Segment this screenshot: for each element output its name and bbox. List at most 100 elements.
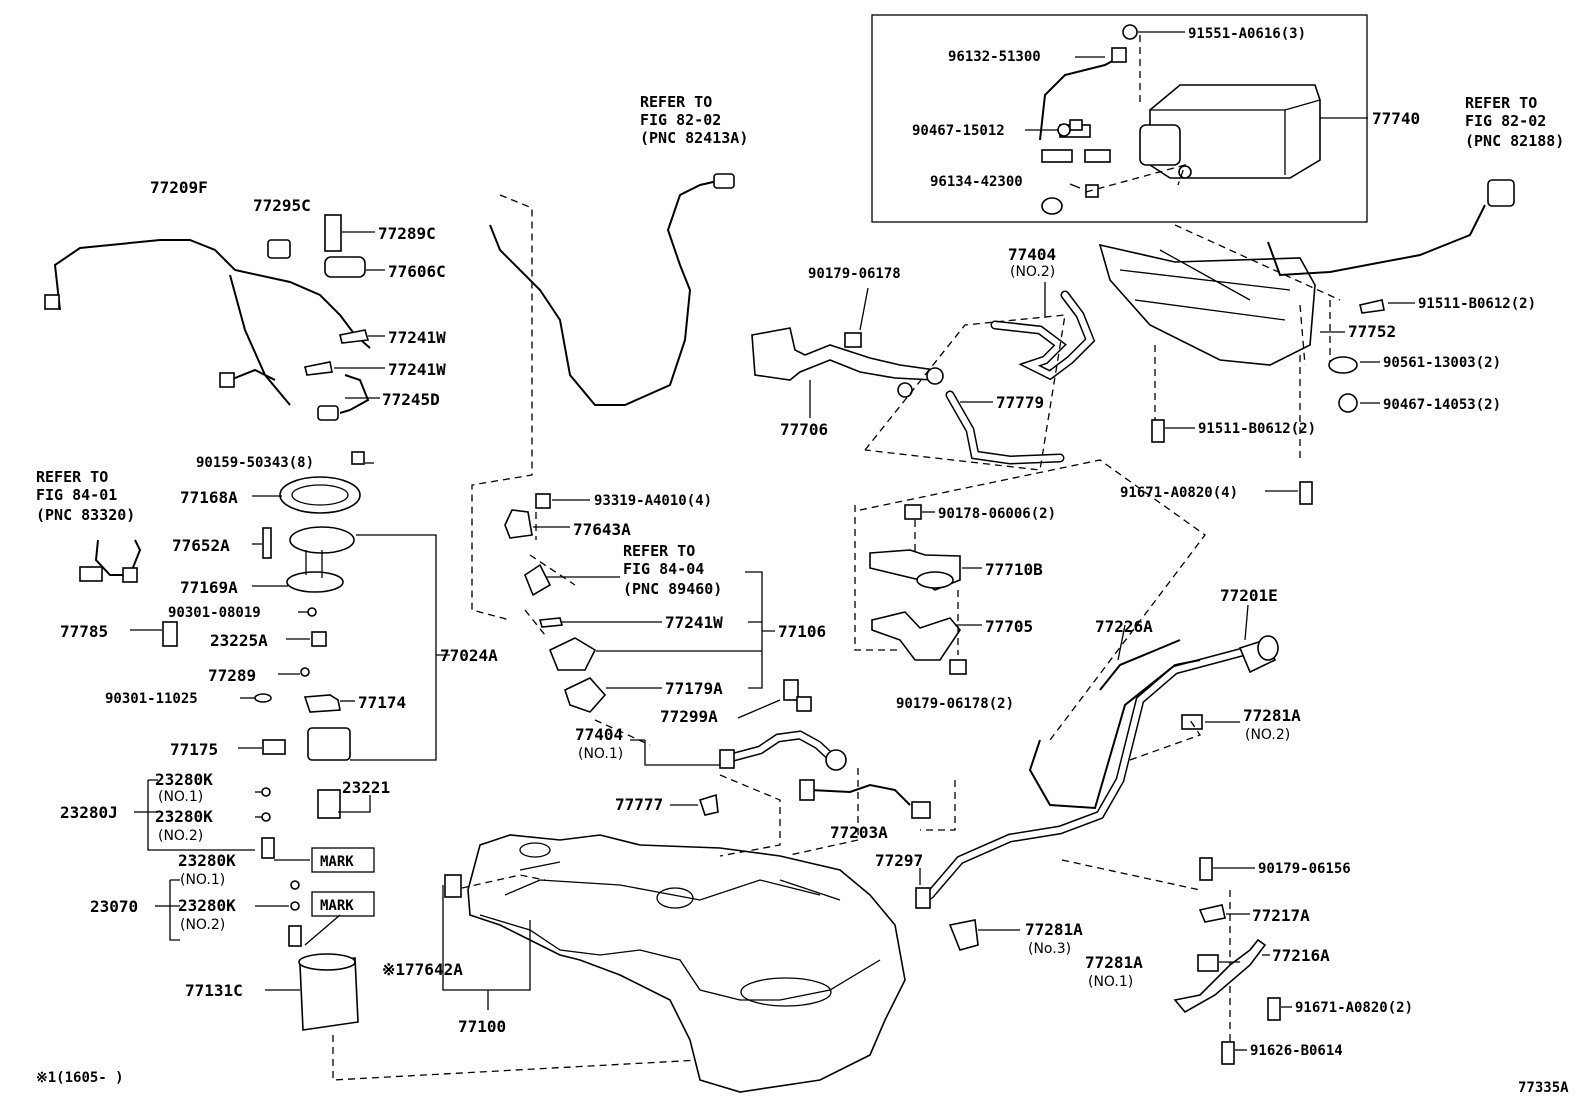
ring-77168A bbox=[279, 476, 361, 514]
label-90179-06178: 90179-06178 bbox=[808, 266, 901, 282]
grommet-90561 bbox=[1328, 356, 1358, 374]
oring-77289 bbox=[300, 667, 310, 677]
label-77175: 77175 bbox=[170, 740, 218, 759]
ref-82188-line3: (PNC 82188) bbox=[1465, 132, 1564, 150]
plate-77179A bbox=[564, 677, 607, 713]
oring-90301-11025 bbox=[254, 693, 272, 703]
bolt-91671-2 bbox=[1267, 997, 1281, 1021]
pump-flange-77652A bbox=[262, 526, 355, 559]
bolt-91511-b0612-top bbox=[1359, 299, 1385, 314]
ref-89460-line2: FIG 84-04 bbox=[623, 560, 704, 578]
clip-77175 bbox=[262, 739, 286, 755]
sensor-177642A bbox=[444, 874, 462, 898]
label-77131C: 77131C bbox=[185, 981, 243, 1000]
ref-83320-line3: (PNC 83320) bbox=[36, 506, 135, 524]
pump-23221 bbox=[317, 789, 341, 819]
label-77404-no2-sub: (NO.2) bbox=[1010, 264, 1055, 280]
wire-77245D bbox=[317, 374, 370, 421]
screw-93319 bbox=[535, 493, 551, 509]
label-77100: 77100 bbox=[458, 1017, 506, 1036]
pipe-77706 bbox=[751, 327, 944, 398]
label-77289C: 77289C bbox=[378, 224, 436, 243]
ref-83320-line1: REFER TO bbox=[36, 468, 108, 486]
breather-77226A bbox=[1028, 639, 1201, 810]
nut-90467-14053 bbox=[1338, 393, 1358, 413]
label-77241W-c: 77241W bbox=[665, 613, 723, 632]
part-labels: 77209F 77295C 77289C 77606C 77241W 77241… bbox=[36, 26, 1569, 1096]
nut-90179-06178 bbox=[844, 332, 862, 348]
charcoal-canister bbox=[1139, 84, 1321, 179]
connector-89460 bbox=[524, 563, 552, 597]
clip-77777 bbox=[698, 793, 719, 816]
label-77705: 77705 bbox=[985, 617, 1033, 636]
label-91551: 91551-A0616(3) bbox=[1188, 26, 1306, 42]
label-90301-08019: 90301-08019 bbox=[168, 605, 261, 621]
label-77777: 77777 bbox=[615, 795, 663, 814]
label-77706: 77706 bbox=[780, 420, 828, 439]
label-91671-2: 91671-A0820(2) bbox=[1295, 1000, 1413, 1016]
label-77203A: 77203A bbox=[830, 823, 888, 842]
label-91511-a: 91511-B0612(2) bbox=[1418, 296, 1536, 312]
label-77779: 77779 bbox=[996, 393, 1044, 412]
ref-82413A-line3: (PNC 82413A) bbox=[640, 129, 748, 147]
ref-82188-line1: REFER TO bbox=[1465, 94, 1537, 112]
canister-dash bbox=[1085, 35, 1187, 193]
bolt-91626 bbox=[1221, 1041, 1235, 1065]
canister-bracket-77752 bbox=[1098, 243, 1316, 366]
clamp-77241W-a bbox=[339, 329, 370, 344]
bracket-23280J bbox=[147, 779, 255, 851]
ref-82188-line2: FIG 82-02 bbox=[1465, 112, 1546, 130]
hose-77404-no1 bbox=[719, 730, 847, 771]
label-77785: 77785 bbox=[60, 622, 108, 641]
label-77606C: 77606C bbox=[388, 262, 446, 281]
label-77404-no1-sub: (NO.1) bbox=[578, 746, 623, 762]
clip-77289C bbox=[324, 214, 342, 252]
label-77168A: 77168A bbox=[180, 488, 238, 507]
label-77209F: 77209F bbox=[150, 178, 208, 197]
label-90179-06156: 90179-06156 bbox=[1258, 861, 1351, 877]
label-77710B: 77710B bbox=[985, 560, 1043, 579]
ref-82413A-line2: FIG 82-02 bbox=[640, 111, 721, 129]
clamp-77241W-c bbox=[538, 617, 564, 628]
label-90301-11025: 90301-11025 bbox=[105, 691, 198, 707]
filler-pipe-77201E bbox=[925, 635, 1279, 900]
label-77281A-no2-sub: (NO.2) bbox=[1245, 727, 1290, 743]
label-90178: 90178-06006(2) bbox=[938, 506, 1056, 522]
clamp-77241W-b bbox=[304, 361, 333, 376]
footnote: ※1(1605- ) bbox=[36, 1070, 124, 1086]
wire-77203A bbox=[799, 779, 931, 819]
label-77226A: 77226A bbox=[1095, 617, 1153, 636]
harness-dash bbox=[471, 194, 533, 621]
label-23225A: 23225A bbox=[210, 631, 268, 650]
label-90159: 90159-50343(8) bbox=[196, 455, 314, 471]
label-90561: 90561-13003(2) bbox=[1383, 355, 1501, 371]
label-77652A: 77652A bbox=[172, 536, 230, 555]
clamp-77297 bbox=[915, 887, 931, 909]
pump-body bbox=[307, 727, 351, 761]
ref-89460-line3: (PNC 89460) bbox=[623, 580, 722, 598]
label-23280J: 23280J bbox=[60, 803, 118, 822]
label-23280K-1-sub: (NO.1) bbox=[158, 789, 203, 805]
fuel-tank-77100 bbox=[467, 834, 906, 1093]
label-77289: 77289 bbox=[208, 666, 256, 685]
label-77740: 77740 bbox=[1372, 109, 1420, 128]
sensor-77606C bbox=[324, 256, 366, 278]
hose-77779 bbox=[945, 390, 1065, 465]
label-23280K-2: 23280K bbox=[155, 807, 213, 826]
bolt-90179-06156 bbox=[1199, 857, 1213, 881]
label-77216A: 77216A bbox=[1272, 946, 1330, 965]
label-23070: 23070 bbox=[90, 897, 138, 916]
label-mark-1: MARK bbox=[320, 854, 354, 870]
wire-harness-77209F bbox=[44, 239, 371, 406]
label-77643A: 77643A bbox=[573, 520, 631, 539]
canister-clips bbox=[1041, 119, 1111, 163]
cap-part bbox=[1041, 197, 1063, 215]
label-91671-4: 91671-A0820(4) bbox=[1120, 485, 1238, 501]
label-77217A: 77217A bbox=[1252, 906, 1310, 925]
cup-77131C bbox=[298, 953, 359, 1031]
screw-90159 bbox=[351, 451, 365, 465]
label-96134: 96134-42300 bbox=[930, 174, 1023, 190]
label-23280K-1: 23280K bbox=[155, 770, 213, 789]
label-77404-no2: 77404 bbox=[1008, 245, 1056, 264]
label-90467-15012: 90467-15012 bbox=[912, 123, 1005, 139]
